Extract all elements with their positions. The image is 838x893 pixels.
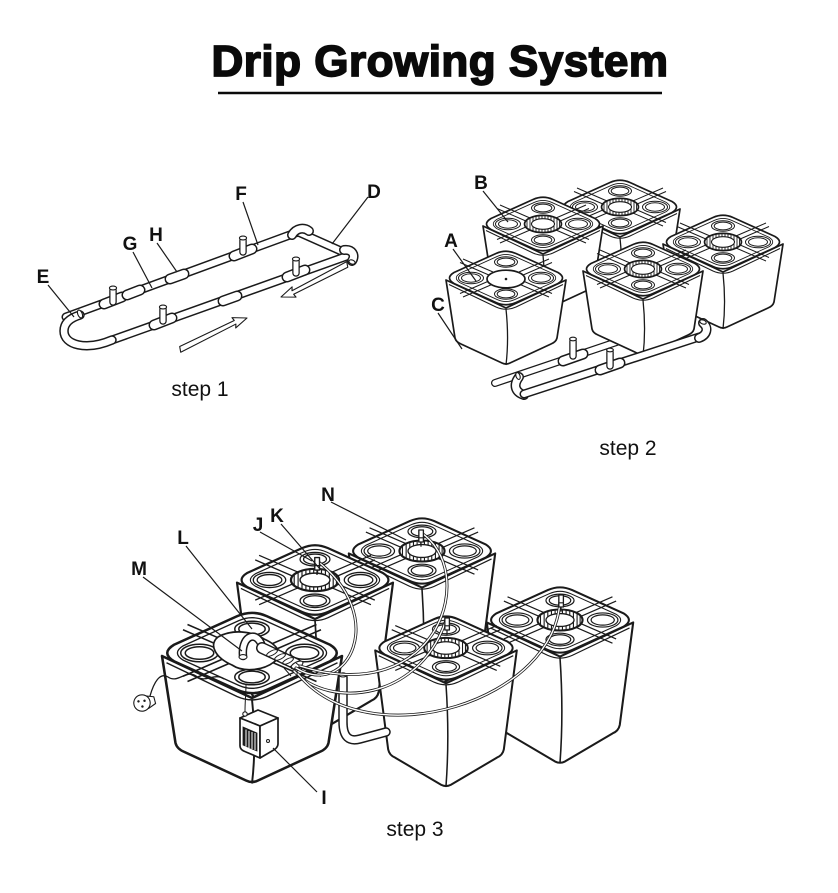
part-label-J: J xyxy=(253,515,313,562)
rear-pipe-run xyxy=(495,329,655,383)
part-letter: H xyxy=(149,225,163,246)
part-letter: D xyxy=(367,182,381,203)
title-block: Drip Growing System xyxy=(211,36,669,95)
drip-manifold xyxy=(238,637,305,677)
bucket-reservoir-lid xyxy=(446,251,566,365)
step1-pipe-assembly xyxy=(64,229,356,353)
power-cord xyxy=(133,673,225,712)
part-label-E: E xyxy=(37,267,75,318)
part-label-K: K xyxy=(270,506,321,570)
bucket xyxy=(375,616,517,786)
part-label-I: I xyxy=(272,747,327,809)
part-label-L: L xyxy=(177,528,253,630)
part-label-C: C xyxy=(431,295,463,350)
part-letter: I xyxy=(321,788,326,809)
pipe-mouths xyxy=(76,235,356,319)
water-pump xyxy=(239,683,279,759)
part-label-H: H xyxy=(149,225,178,273)
part-labels: E G H F D B A C N K J L M I xyxy=(37,173,509,809)
part-letter: N xyxy=(321,485,335,506)
part-label-F: F xyxy=(235,184,259,246)
part-letter: J xyxy=(253,515,264,536)
part-label-M: M xyxy=(131,559,243,652)
part-letter: C xyxy=(431,295,445,316)
part-label-D: D xyxy=(331,182,381,245)
front-pipe-run xyxy=(515,319,707,395)
step3-complete-system xyxy=(133,518,633,786)
part-letter: B xyxy=(474,173,488,194)
part-label-B: B xyxy=(474,173,509,223)
part-label-A: A xyxy=(444,231,477,282)
power-plug xyxy=(133,694,157,712)
part-letter: A xyxy=(444,231,458,252)
part-letter: E xyxy=(37,267,50,288)
flow-arrow xyxy=(175,312,251,353)
page-title: Drip Growing System xyxy=(212,37,669,86)
step3-caption: step 3 xyxy=(386,818,443,841)
part-letter: F xyxy=(235,184,247,205)
part-letter: L xyxy=(177,528,189,549)
part-label-G: G xyxy=(123,234,153,289)
step2-bucket-arrangement xyxy=(446,180,783,395)
pump-cord xyxy=(244,683,247,713)
step2-caption: step 2 xyxy=(599,437,656,460)
part-letter: M xyxy=(131,559,147,580)
part-letter: G xyxy=(123,234,138,255)
part-letter: K xyxy=(270,506,284,527)
part-label-N: N xyxy=(321,485,407,541)
step1-caption: step 1 xyxy=(171,378,228,401)
